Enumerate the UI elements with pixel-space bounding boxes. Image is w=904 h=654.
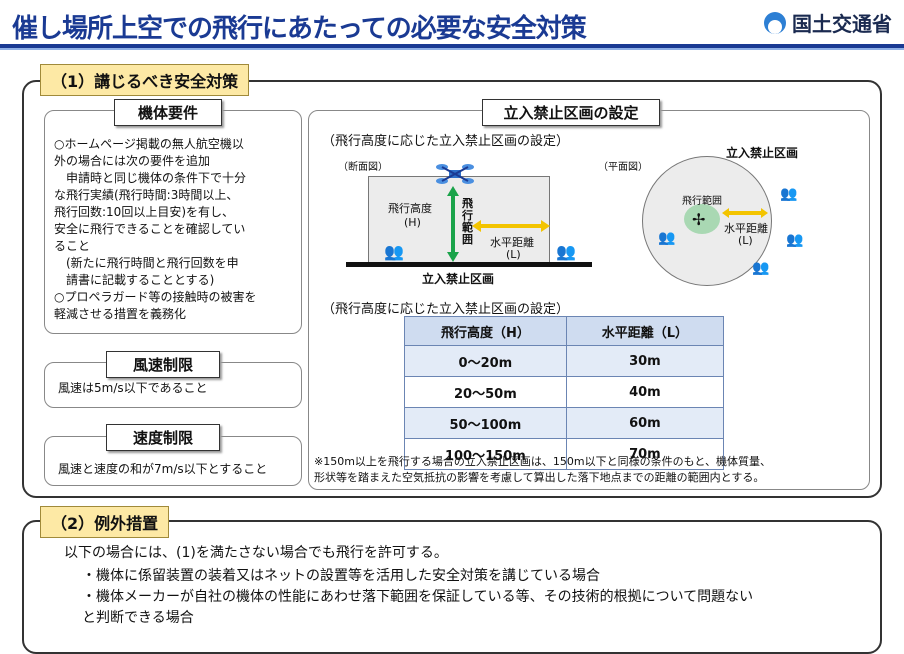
table-cell: 60m [565,407,725,439]
page-title: 催し場所上空での飛行にあたっての必要な安全対策 [12,14,587,44]
flight-range-label: 飛行範囲 [462,197,473,246]
ministry-logo: 国土交通省 [764,8,892,37]
horizontal-distance-arrow-icon [472,220,550,232]
table-cell: 0～20m [404,345,567,377]
machine-line: な飛行実績(飛行時間:3時間以上、 [54,188,239,202]
plan-people-icon: 👥 [786,232,804,248]
table-cell: 50～100m [404,407,567,439]
table-cell: 100～150m [404,438,567,470]
note-line: 形状等を踏まえた空気抵抗の影響を考慮して算出した落下地点までの距離の範囲内とする… [314,471,765,484]
wind-limit-box [44,362,302,408]
flight-height-label: 飛行高度 [388,202,432,215]
table-row: 20～50m 40m [404,376,725,408]
ministry-emblem-icon [764,11,786,34]
table-row: 50～100m 60m [404,407,725,439]
section2-tag: （2）例外措置 [40,506,170,538]
people-inside-icon: 👥 [384,242,404,261]
zone-subtitle-1: （飛行高度に応じた立入禁止区画の設定） [322,134,570,149]
flight-height-arrow-icon [447,186,459,262]
machine-line: (新たに飛行時間と飛行回数を申 [54,256,239,270]
horizontal-distance-label: 水平距離 [490,236,534,249]
machine-requirements-box [44,110,302,334]
restricted-zone-label: 立入禁止区画の設定 [482,99,660,126]
ground-zone-label: 立入禁止区画 [422,272,495,286]
table-header: 飛行高度（H） [404,316,567,346]
table-cell: 30m [565,345,725,377]
machine-line: ること [54,239,91,253]
plan-view-label: （平面図） [598,162,648,173]
horizontal-distance-l: (L) [506,248,521,261]
plan-people-inside-icon: 👥 [658,230,676,246]
plan-drone-icon: ✢ [692,210,706,229]
plan-zone-label: 立入禁止区画 [726,146,799,160]
plan-horizontal-distance-label: 水平距離 [724,222,768,235]
machine-line: ○ホームページ掲載の無人航空機以 [54,137,244,151]
exception-list: ・機体に係留装置の装着又はネットの設置等を活用した安全対策を講じている場合 ・機… [82,566,872,629]
plan-people-icon: 👥 [780,186,798,202]
section-view-label: （断面図） [338,162,388,173]
exception-intro: 以下の場合には、(1)を満たさない場合でも飛行を許可する。 [64,545,448,561]
wind-limit-label: 風速制限 [106,351,220,378]
note-line: ※150m以上を飛行する場合の立入禁止区画は、150m以下と同様の条件のもと、機… [314,455,771,468]
table-cell: 20～50m [404,376,567,408]
drone-icon [436,164,474,184]
wind-limit-text: 風速は5m/s以下であること [58,381,208,395]
header-divider-light [0,48,904,50]
plan-flight-range-circle [684,204,720,234]
zone-subtitle-2: （飛行高度に応じた立入禁止区画の設定） [322,302,570,317]
plan-distance-arrow-icon [722,208,768,218]
exception-item: ・機体メーカーが自社の機体の性能にあわせ落下範囲を保証している等、その技術的根拠… [82,589,754,605]
exception-item: と判断できる場合 [82,610,194,626]
height-distance-table: 飛行高度（H） 水平距離（L） 0～20m 30m 20～50m 40m 50～… [404,316,725,470]
plan-flight-range-label: 飛行範囲 [682,196,722,207]
table-header: 水平距離（L） [565,316,725,346]
machine-line: 安全に飛行できることを確認してい [54,222,246,236]
machine-requirements-text: ○ホームページ掲載の無人航空機以 外の場合には次の要件を追加 申請時と同じ機体の… [54,136,298,323]
flight-height-h: (H) [404,216,421,229]
ministry-name: 国土交通省 [792,12,892,36]
speed-limit-label: 速度制限 [106,424,220,451]
section1-frame [22,80,882,498]
machine-line: 軽減させる措置を義務化 [54,307,187,321]
table-row: 100～150m 70m [404,438,725,470]
speed-limit-text: 風速と速度の和が7m/s以下とすること [58,462,268,476]
table-cell: 70m [565,438,725,470]
machine-line: 外の場合には次の要件を追加 [54,154,211,168]
ground-line [346,262,592,267]
table-cell: 40m [565,376,725,408]
exception-item: ・機体に係留装置の装着又はネットの設置等を活用した安全対策を講じている場合 [82,568,600,584]
people-outside-icon: 👥 [556,242,576,261]
plan-l-label: (L) [738,234,753,247]
machine-line: 飛行回数:10回以上目安)を有し、 [54,205,234,219]
table-row: 0～20m 30m [404,345,725,377]
header-divider [0,44,904,48]
zone-note: ※150m以上を飛行する場合の立入禁止区画は、150m以下と同様の条件のもと、機… [314,454,868,486]
machine-requirements-label: 機体要件 [114,99,222,126]
plan-people-icon: 👥 [752,260,770,276]
machine-line: 請書に記載することとする) [54,273,215,287]
section1-tag: （1）講じるべき安全対策 [40,64,250,96]
machine-line: ○プロペラガード等の接触時の被害を [54,290,257,304]
machine-line: 申請時と同じ機体の条件下で十分 [54,171,247,185]
